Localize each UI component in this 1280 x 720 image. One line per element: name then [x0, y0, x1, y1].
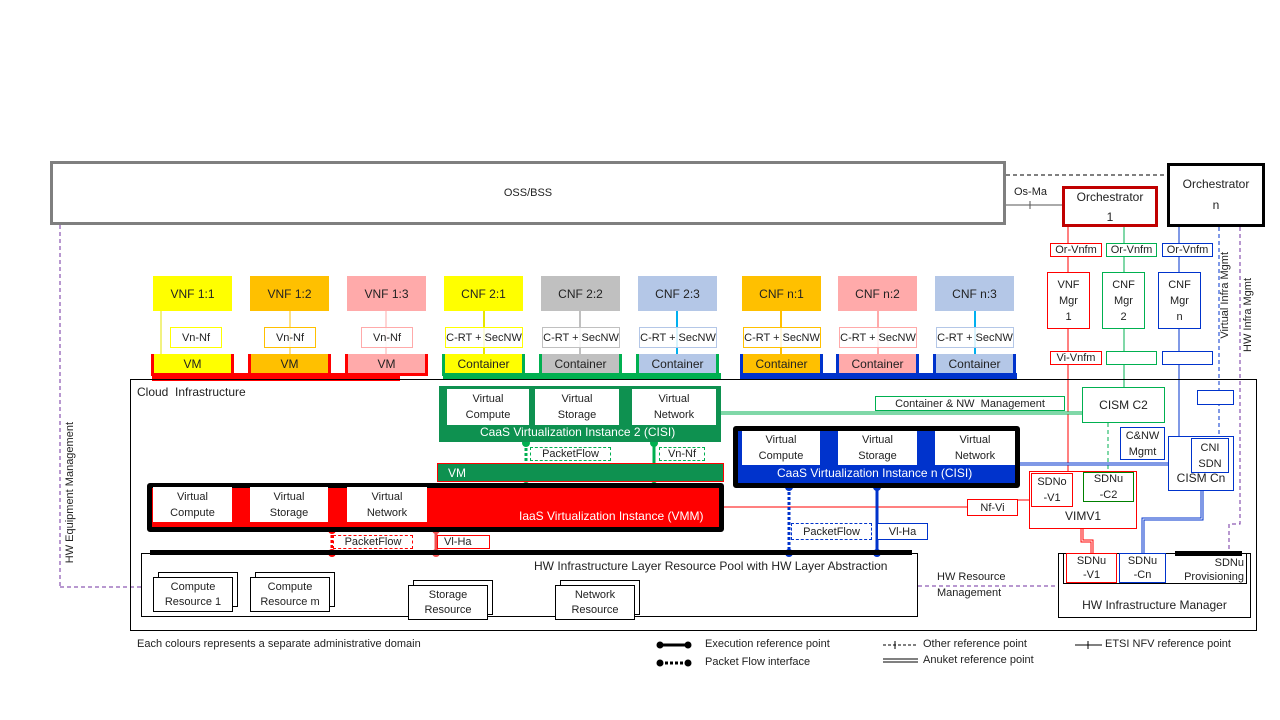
- legend-exec: Execution reference point: [705, 638, 830, 650]
- nf-box[interactable]: CNF 2:3: [638, 276, 717, 311]
- legend-anuket: Anuket reference point: [923, 654, 1034, 666]
- hwim-provisioning-bar: [1175, 551, 1242, 556]
- cloud-infrastructure-label: Cloud Infrastructure: [137, 385, 246, 399]
- vl-ha-blue: Vl-Ha: [877, 523, 928, 540]
- hw-layer-label: HW Infrastructure Layer Resource Pool wi…: [534, 559, 888, 573]
- iaas-label: IaaS Virtualization Instance (VMM): [519, 509, 704, 523]
- nf-box[interactable]: VNF 1:1: [153, 276, 232, 311]
- nf-interface-label: Vn-Nf: [361, 327, 413, 348]
- nf-box[interactable]: CNF 2:1: [444, 276, 523, 311]
- vi-vnfm-blue-empty: [1162, 351, 1213, 365]
- packetflow-blue: PacketFlow: [791, 523, 872, 540]
- oss-bss-box[interactable]: OSS/BSS: [50, 161, 1006, 225]
- nf-box[interactable]: CNF n:3: [935, 276, 1014, 311]
- legend-packet: Packet Flow interface: [705, 656, 811, 668]
- iaas-instance[interactable]: [147, 483, 724, 532]
- caasn-label: CaaS Virtualization Instance n (CISI): [777, 466, 973, 480]
- nf-interface-label: C-RT + SecNW: [542, 327, 620, 348]
- nf-box[interactable]: CNF 2:2: [541, 276, 620, 311]
- sdno-v1[interactable]: SDNo-V1: [1031, 473, 1073, 507]
- container-nw-mgmt-label: Container & NW Management: [875, 396, 1065, 411]
- small-blue-box: [1197, 390, 1234, 405]
- nf-interface-label: Vn-Nf: [264, 327, 316, 348]
- vl-ha-red: Vl-Ha: [437, 535, 490, 549]
- hwim-sdnu-v1[interactable]: SDNu-V1: [1066, 553, 1117, 583]
- vn-nf-green: Vn-Nf: [659, 447, 705, 461]
- nf-interface-label: C-RT + SecNW: [743, 327, 821, 348]
- blue-domain-bar: [740, 373, 1017, 379]
- packetflow-red: PacketFlow: [333, 535, 413, 549]
- packetflow-green: PacketFlow: [530, 447, 611, 461]
- nf-interface-label: C-RT + SecNW: [639, 327, 717, 348]
- os-ma-label: Os-Ma: [1014, 186, 1047, 198]
- or-vnfm-blue: Or-Vnfm: [1162, 243, 1213, 257]
- footer-note: Each colours represents a separate admin…: [137, 638, 421, 650]
- red-domain-bar: [152, 373, 400, 381]
- nf-interface-label: Vn-Nf: [170, 327, 222, 348]
- nf-interface-label: C-RT + SecNW: [445, 327, 523, 348]
- nf-host-box[interactable]: Container: [636, 354, 719, 376]
- legend-other: Other reference point: [923, 638, 1027, 650]
- nf-vi-label: Nf-Vi: [967, 499, 1018, 516]
- nf-box[interactable]: CNF n:1: [742, 276, 821, 311]
- vi-vnfm-green-empty: [1106, 351, 1157, 365]
- hwim-sdnu-cn[interactable]: SDNu-Cn: [1119, 553, 1166, 583]
- vi-vnfm-red: Vi-Vnfm: [1050, 351, 1102, 365]
- hw-equipment-mgmt-label: HW Equipment Management: [64, 422, 76, 564]
- hw-layer-bar: [150, 550, 912, 555]
- or-vnfm-green: Or-Vnfm: [1106, 243, 1157, 257]
- nf-box[interactable]: CNF n:2: [838, 276, 917, 311]
- vm-green-bar[interactable]: VM: [437, 463, 724, 482]
- legend-etsi: ETSI NFV reference point: [1105, 638, 1231, 650]
- cism-c2[interactable]: CISM C2: [1082, 387, 1165, 423]
- nf-interface-label: C-RT + SecNW: [936, 327, 1014, 348]
- or-vnfm-red: Or-Vnfm: [1050, 243, 1102, 257]
- cloud-infrastructure-box: [130, 379, 1257, 631]
- nf-box[interactable]: VNF 1:3: [347, 276, 426, 311]
- hw-infra-mgmt-label: HW Infra Mgmt: [1242, 278, 1254, 352]
- virtual-infra-mgmt-label: Virtual Infra Mgmt: [1219, 252, 1231, 339]
- nf-box[interactable]: VNF 1:2: [250, 276, 329, 311]
- sdnu-c2[interactable]: SDNu-C2: [1083, 472, 1134, 502]
- caas2-label: CaaS Virtualization Instance 2 (CISI): [480, 425, 676, 439]
- green-domain-bar: [443, 373, 721, 379]
- nf-interface-label: C-RT + SecNW: [839, 327, 917, 348]
